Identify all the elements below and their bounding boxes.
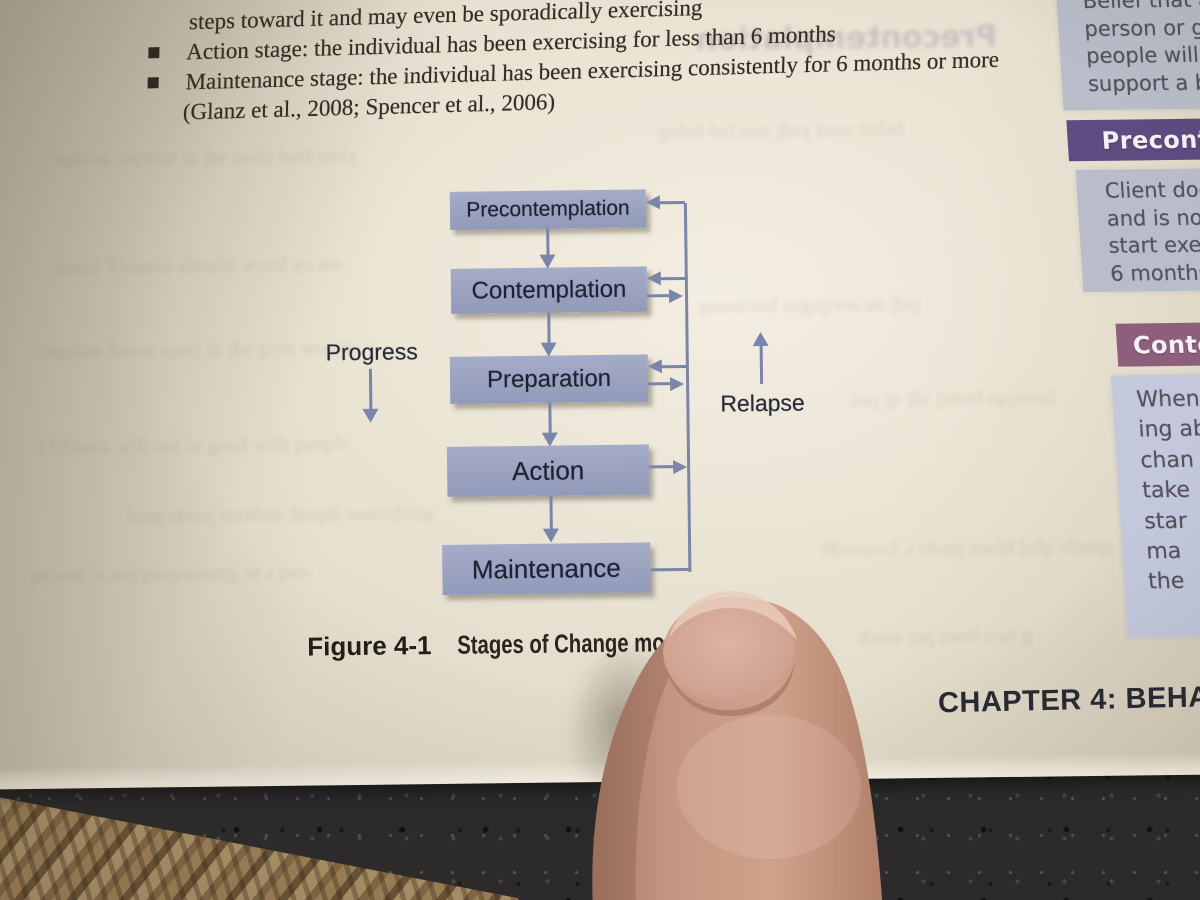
fingernail-highlight: [669, 590, 797, 640]
finger-body: [592, 599, 883, 900]
relapse-arrow-head-icon: [752, 331, 769, 347]
finger-side-shade: [592, 600, 731, 900]
arrow-out-of-action-icon: [673, 459, 688, 475]
sidebar-text-line: and is not: [1105, 205, 1200, 231]
sidebar-precontemplation-box: Client doe and is not start exer 6 month…: [1075, 167, 1200, 293]
pointing-finger: [592, 590, 883, 900]
arrow-out-of-contemplation-icon: [668, 288, 684, 304]
arrow-into-precontemplation: [658, 200, 685, 205]
down-arrow-head-icon: [540, 342, 557, 357]
maintenance-loop-connector: [650, 567, 692, 572]
sidebar-header-contemplation: Conte: [1115, 321, 1200, 367]
sidebar-text-line: chan: [1139, 447, 1195, 474]
arrow-into-precontemplation-icon: [645, 195, 660, 210]
arrow-into-preparation: [660, 364, 687, 369]
relapse-label: Relapse: [720, 389, 805, 417]
sidebar-text-line: Belief that an in: [1081, 0, 1200, 14]
arrow-into-contemplation: [659, 276, 686, 281]
sidebar-text-line: start exer: [1107, 232, 1200, 258]
sidebar-belief-box: Belief that an in person or grou people …: [1055, 0, 1200, 111]
down-arrow-head-icon: [541, 432, 558, 447]
fingernail-icon: [663, 596, 795, 704]
figure-caption-label: Figure 4-1: [307, 630, 432, 662]
sidebar-text-line: ma: [1145, 538, 1183, 565]
down-arrow: [549, 495, 553, 530]
down-arrow: [546, 228, 550, 257]
sidebar-text-line: support a beh: [1087, 69, 1200, 96]
stage-box-precontemplation: Precontemplation: [449, 189, 647, 230]
arrow-out-of-preparation-icon: [670, 376, 685, 392]
stage-box-preparation: Preparation: [449, 354, 649, 404]
arrow-out-of-contemplation: [647, 294, 670, 298]
progress-arrow: [368, 368, 373, 411]
sidebar-text-line: people will ap: [1085, 42, 1200, 69]
down-arrow-head-icon: [539, 254, 556, 269]
sidebar-text-line: 6 months: [1109, 260, 1200, 286]
sidebar-text-line: the: [1147, 569, 1186, 595]
finger-knuckle-sheen: [677, 715, 861, 859]
arrow-out-of-preparation: [648, 382, 671, 386]
sidebar-text-line: person or grou: [1083, 14, 1200, 41]
arrow-into-preparation-icon: [647, 359, 662, 374]
arrow-into-contemplation-icon: [646, 271, 661, 286]
sidebar-text-line: Client doe: [1104, 177, 1200, 203]
sidebar-contemplation-box: When ing ab chan take star ma the: [1110, 373, 1200, 638]
progress-arrow-head-icon: [362, 408, 379, 423]
sidebar-text-line: star: [1143, 508, 1188, 534]
relapse-arrow: [759, 346, 764, 385]
down-arrow: [547, 312, 551, 343]
down-arrow: [548, 402, 552, 433]
sidebar-text-line: take: [1141, 478, 1191, 504]
progress-label: Progress: [325, 338, 418, 366]
stage-box-contemplation: Contemplation: [450, 266, 648, 314]
sidebar-header-precontemplation: Preconte: [1066, 117, 1200, 162]
arrow-out-of-action: [649, 465, 674, 469]
down-arrow-head-icon: [542, 528, 560, 543]
relapse-feedback-line: [683, 202, 692, 572]
sidebar-text-line: ing ab: [1137, 417, 1200, 443]
stage-box-action: Action: [446, 444, 650, 497]
sidebar-text-line: When: [1135, 386, 1200, 413]
chapter-footer: CHAPTER 4: BEHAV: [937, 680, 1200, 720]
fingernail-cuticle: [665, 662, 795, 716]
